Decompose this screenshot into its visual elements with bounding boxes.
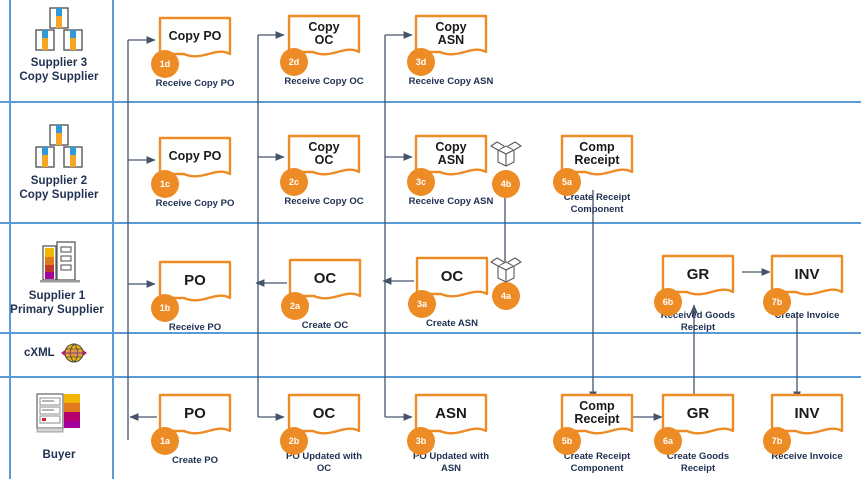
lane-label-supplier3-line1: Supplier 3 (30, 57, 88, 69)
node-caption-6b: Received Goods Receipt (660, 310, 736, 333)
lane-label-supplier3: Supplier 3 Copy Supplier (0, 56, 118, 84)
step-badge-2b[interactable]: 2b (280, 427, 308, 455)
node-caption-2b: PO Updated with OC (286, 451, 362, 474)
step-badge-1b[interactable]: 1b (151, 294, 179, 322)
building-icon-supplier1 (38, 240, 82, 291)
lane-label-supplier2-line1: Supplier 2 (30, 175, 88, 187)
document-shape-2a (288, 258, 362, 306)
lane-label-supplier3-line2: Copy Supplier (19, 71, 99, 83)
document-shape-3a (415, 256, 489, 304)
lane-divider-top (0, 101, 861, 103)
server-icon-buyer (33, 392, 85, 441)
step-badge-3d[interactable]: 3d (407, 48, 435, 76)
lane-label-buyer: Buyer (0, 448, 118, 462)
node-caption-3c: Receive Copy ASN (408, 196, 494, 207)
lane-vline-label-col (112, 0, 114, 479)
document-shape-6a (661, 393, 735, 441)
package-icon-4b (489, 140, 523, 170)
document-shape-1c (158, 136, 232, 184)
lane-label-cxml: cXML (24, 347, 55, 359)
step-badge-4a[interactable]: 4a (492, 282, 520, 310)
step-badge-7b-buyer[interactable]: 7b (763, 427, 791, 455)
globe-icon (60, 341, 88, 370)
node-caption-5a: Create Receipt Component (563, 192, 631, 215)
document-shape-3b (414, 393, 488, 441)
document-shape-2c (287, 134, 361, 182)
step-badge-1d[interactable]: 1d (151, 50, 179, 78)
document-shape-1a (158, 393, 232, 441)
step-badge-2d[interactable]: 2d (280, 48, 308, 76)
document-shape-3d (414, 14, 488, 62)
step-badge-7b-supplier[interactable]: 7b (763, 288, 791, 316)
document-shape-7b-supplier (770, 254, 844, 302)
lane-label-supplier1: Supplier 1 Primary Supplier (0, 289, 116, 317)
document-shape-3c (414, 134, 488, 182)
document-shape-1b (158, 260, 232, 308)
node-caption-1a: Create PO (172, 455, 218, 466)
three-boxes-icon-supplier3 (33, 6, 85, 57)
three-boxes-icon-supplier2 (33, 123, 85, 174)
lane-label-supplier2-line2: Copy Supplier (19, 189, 99, 201)
document-shape-5a (560, 134, 634, 182)
step-badge-1a[interactable]: 1a (151, 427, 179, 455)
document-shape-7b-buyer (770, 393, 844, 441)
lane-vline-left (9, 0, 11, 479)
lane-label-supplier1-line2: Primary Supplier (10, 304, 104, 316)
node-caption-6a: Create Goods Receipt (666, 451, 730, 474)
step-badge-1c[interactable]: 1c (151, 170, 179, 198)
node-caption-1b: Receive PO (168, 322, 222, 333)
node-caption-3a: Create ASN (426, 318, 478, 329)
node-caption-5b: Create Receipt Component (563, 451, 631, 474)
lane-divider-s2-s1 (0, 332, 861, 334)
lane-label-supplier1-line1: Supplier 1 (28, 290, 86, 302)
step-badge-4b[interactable]: 4b (492, 170, 520, 198)
step-badge-3b[interactable]: 3b (407, 427, 435, 455)
node-caption-2c: Receive Copy OC (284, 196, 364, 207)
node-caption-3b: PO Updated with ASN (413, 451, 489, 474)
lane-label-buyer-line1: Buyer (42, 449, 76, 461)
step-badge-5a[interactable]: 5a (553, 168, 581, 196)
lane-divider-s1-cxml (0, 376, 861, 378)
lane-label-supplier2: Supplier 2 Copy Supplier (0, 174, 118, 202)
node-caption-3d: Receive Copy ASN (408, 76, 494, 87)
step-badge-3a[interactable]: 3a (408, 290, 436, 318)
step-badge-5b[interactable]: 5b (553, 427, 581, 455)
step-badge-3c[interactable]: 3c (407, 168, 435, 196)
step-badge-6a[interactable]: 6a (654, 427, 682, 455)
node-caption-2d: Receive Copy OC (284, 76, 364, 87)
step-badge-2c[interactable]: 2c (280, 168, 308, 196)
lane-divider-s3-s2 (0, 222, 861, 224)
document-shape-1d (158, 16, 232, 64)
document-shape-5b (560, 393, 634, 441)
step-badge-6b[interactable]: 6b (654, 288, 682, 316)
node-caption-1c: Receive Copy PO (155, 198, 235, 209)
node-caption-2a: Create OC (301, 320, 349, 331)
node-caption-7b-buyer: Receive Invoice (771, 451, 843, 462)
node-caption-1d: Receive Copy PO (155, 78, 235, 89)
step-badge-2a[interactable]: 2a (281, 292, 309, 320)
node-caption-7b-supplier: Create Invoice (774, 310, 840, 321)
document-shape-2b (287, 393, 361, 441)
document-shape-2d (287, 14, 361, 62)
document-shape-6b (661, 254, 735, 302)
